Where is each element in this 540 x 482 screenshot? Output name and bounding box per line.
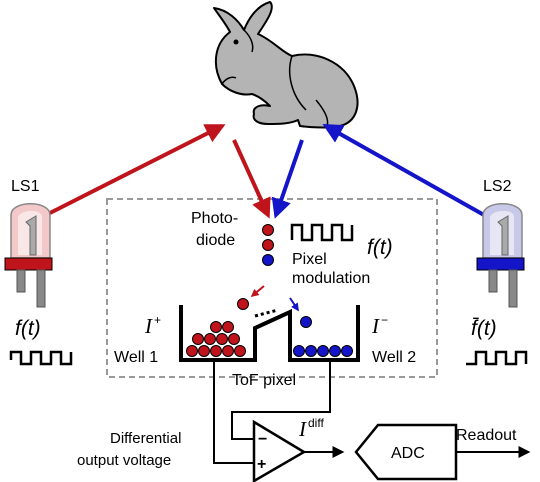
amplifier-icon xyxy=(252,419,307,482)
led-ls1-icon xyxy=(4,203,53,308)
led-ls2-icon xyxy=(476,203,525,308)
photodiode-electron-red xyxy=(262,224,274,236)
ls1-emission-arrow xyxy=(45,124,226,217)
modulation-label-line2: modulation xyxy=(292,270,370,287)
ls1-label: LS1 xyxy=(11,178,40,195)
ls1-signal: f(t) xyxy=(15,317,41,340)
amp-minus-sign: − xyxy=(258,431,267,448)
photodiode-electron-red-2 xyxy=(262,239,274,251)
light-paths xyxy=(45,124,485,219)
red-reflection-arrow xyxy=(232,139,271,219)
ls1-square-wave-icon xyxy=(9,350,73,366)
pixel-wells xyxy=(179,305,360,362)
modulation-label-line1: Pixel xyxy=(292,251,327,268)
amp-plus-sign: + xyxy=(257,456,266,473)
photodiode-label-line2: diode xyxy=(196,232,235,249)
bunny-icon xyxy=(213,1,359,129)
tof-pixel-label: ToF pixel xyxy=(232,372,296,389)
adc-block xyxy=(354,423,458,481)
ls2-emission-arrow xyxy=(322,124,485,217)
well2-label: Well 2 xyxy=(372,349,416,366)
moving-electron-blue xyxy=(300,316,312,328)
photodiode-electron-blue xyxy=(262,254,274,266)
current-plus-label: I+ xyxy=(144,313,161,338)
well2-electrons xyxy=(293,345,353,357)
photodiode-label-line1: Photo- xyxy=(191,210,238,227)
diff-voltage-line2: output voltage xyxy=(77,452,171,469)
blue-reflection-arrow xyxy=(271,139,304,219)
modulation-signal: f(t) xyxy=(367,236,393,259)
ls2-square-wave-icon xyxy=(466,350,528,366)
well1-electrons xyxy=(186,321,246,357)
moving-electron-red xyxy=(237,298,249,310)
ls2-signal: f̄(t) xyxy=(471,317,497,340)
ls2-label: LS2 xyxy=(483,178,512,195)
diff-voltage-line1: Differential xyxy=(110,430,181,447)
well1-label: Well 1 xyxy=(114,349,158,366)
adc-label: ADC xyxy=(391,445,425,462)
current-minus-label: I− xyxy=(371,313,388,338)
readout-wiring xyxy=(213,362,531,464)
readout-label: Readout xyxy=(456,427,517,444)
pixel-modulation-square-wave-icon xyxy=(290,223,354,242)
